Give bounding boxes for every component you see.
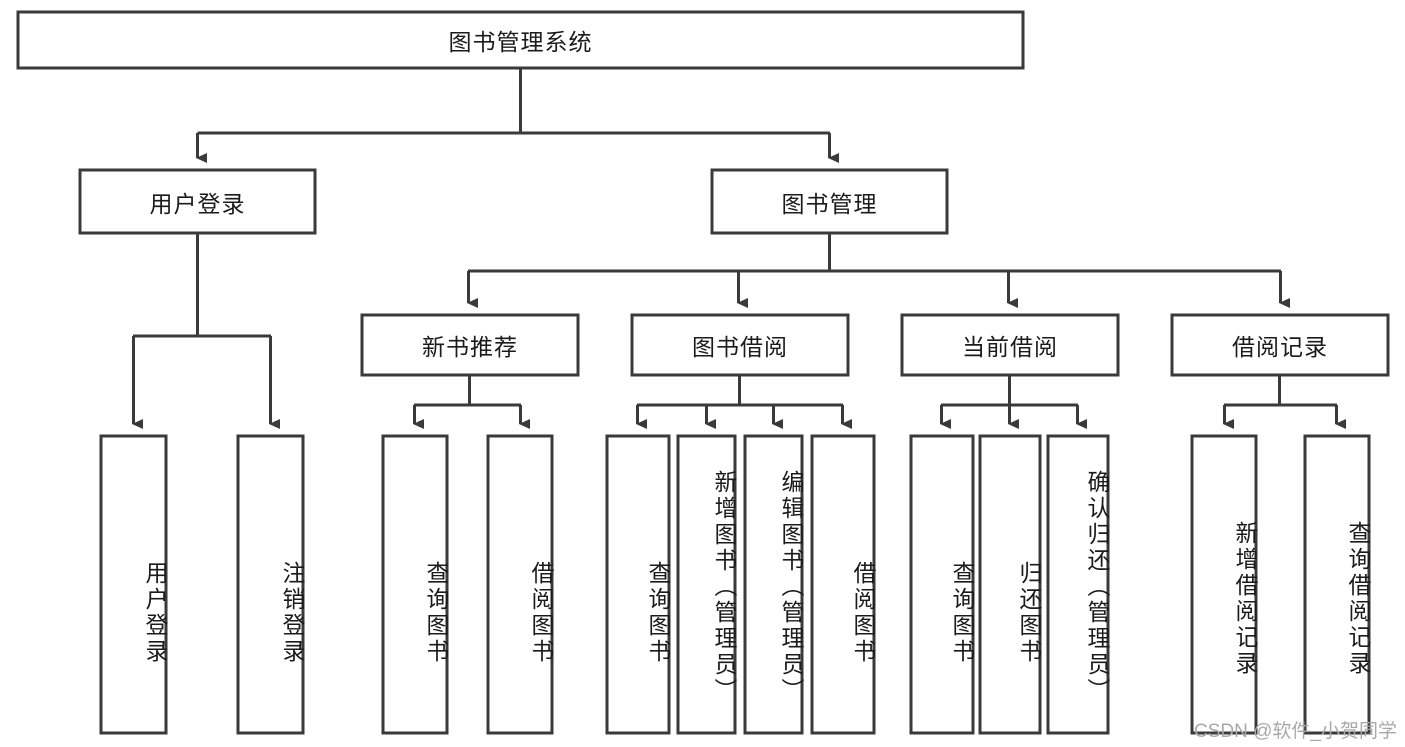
leaf-box-query-book-new[interactable] (381, 434, 449, 735)
node-book-management[interactable] (710, 168, 949, 235)
leaf-box-query-book-current[interactable] (909, 434, 975, 735)
leaf-box-borrow-book[interactable] (810, 434, 876, 735)
leaf-box-add-borrow-record[interactable] (1190, 434, 1258, 735)
node-borrow-record[interactable] (1170, 313, 1390, 377)
node-user-login[interactable] (78, 168, 317, 235)
leaf-box-edit-book-admin[interactable] (743, 434, 804, 735)
leaf-box-query-borrow-record[interactable] (1303, 434, 1371, 735)
leaf-box-logout[interactable] (236, 434, 305, 735)
leaf-box-add-book-admin[interactable] (676, 434, 737, 735)
leaf-box-borrow-book-new[interactable] (486, 434, 554, 735)
leaf-box-return-book[interactable] (978, 434, 1042, 735)
leaf-box-user-login[interactable] (99, 434, 168, 735)
leaf-box-confirm-return-admin[interactable] (1046, 434, 1110, 735)
node-current-borrow[interactable] (900, 313, 1120, 377)
leaf-box-query-book-borrow[interactable] (605, 434, 671, 735)
node-book-borrow[interactable] (630, 313, 850, 377)
node-new-book-recommend[interactable] (360, 313, 580, 377)
node-root[interactable] (16, 10, 1025, 70)
